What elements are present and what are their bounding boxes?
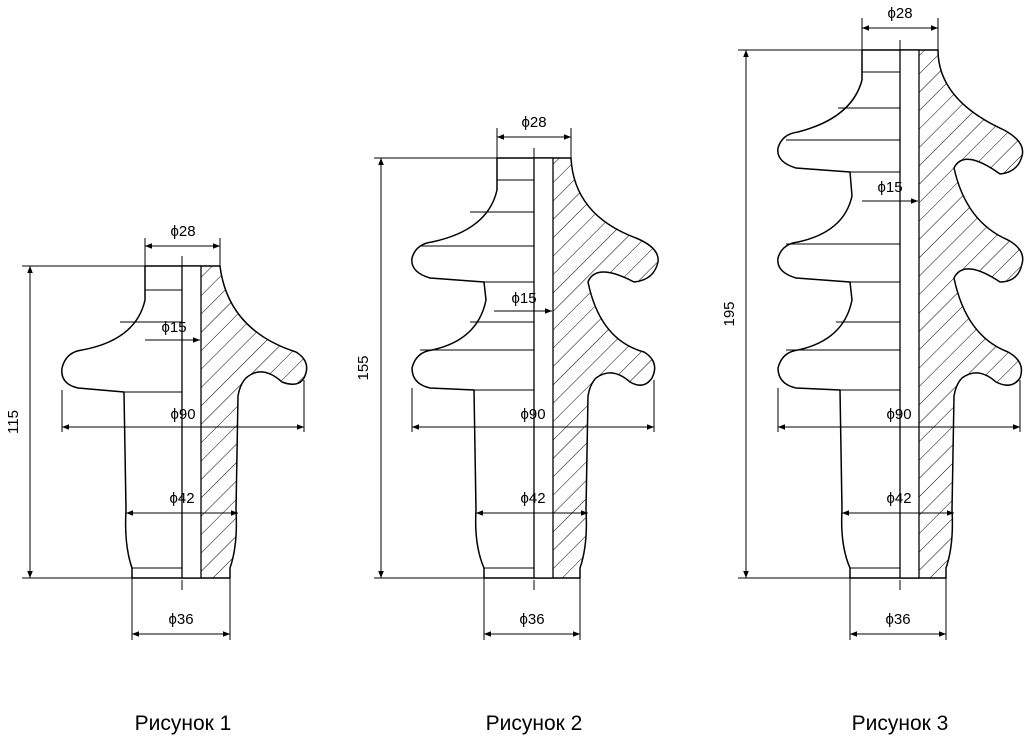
- dim-top-1: ϕ28: [170, 223, 195, 240]
- dim-waist-1: ϕ42: [169, 490, 194, 507]
- dim-base-3: ϕ36: [885, 611, 910, 628]
- section-hatch-3: [919, 50, 1023, 578]
- dim-hole-2: ϕ15: [511, 290, 536, 307]
- figure-2: ϕ28 ϕ15 ϕ90 ϕ42 ϕ36 155 Рисунок 2: [355, 114, 659, 735]
- caption-2: Рисунок 2: [486, 712, 583, 735]
- dim-top-2: ϕ28: [521, 114, 546, 131]
- figure-3: ϕ28 ϕ15 ϕ90 ϕ42 ϕ36 195 Рисунок 3: [721, 5, 1024, 735]
- bore-2: [533, 157, 554, 579]
- section-hatch-1: [201, 266, 307, 578]
- dim-shed-1: ϕ90: [170, 406, 195, 423]
- dim-shed-3: ϕ90: [886, 406, 911, 423]
- dim-height-2: 155: [355, 355, 372, 380]
- caption-1: Рисунок 1: [135, 712, 232, 735]
- dim-height-3: 195: [721, 301, 738, 326]
- dim-height-1: 115: [5, 410, 22, 434]
- dim-top-3: ϕ28: [887, 5, 912, 22]
- dim-base-1: ϕ36: [168, 611, 193, 628]
- dim-base-2: ϕ36: [519, 611, 544, 628]
- dim-waist-3: ϕ42: [886, 490, 911, 507]
- dim-hole-3: ϕ15: [877, 179, 902, 196]
- dim-shed-2: ϕ90: [520, 406, 545, 423]
- dim-hole-1: ϕ15: [161, 319, 186, 336]
- dim-waist-2: ϕ42: [520, 490, 545, 507]
- caption-3: Рисунок 3: [852, 712, 949, 735]
- figure-1: ϕ28 ϕ15 ϕ90 ϕ42 ϕ36 115 Рисунок 1: [5, 223, 308, 735]
- section-hatch-2: [553, 158, 659, 578]
